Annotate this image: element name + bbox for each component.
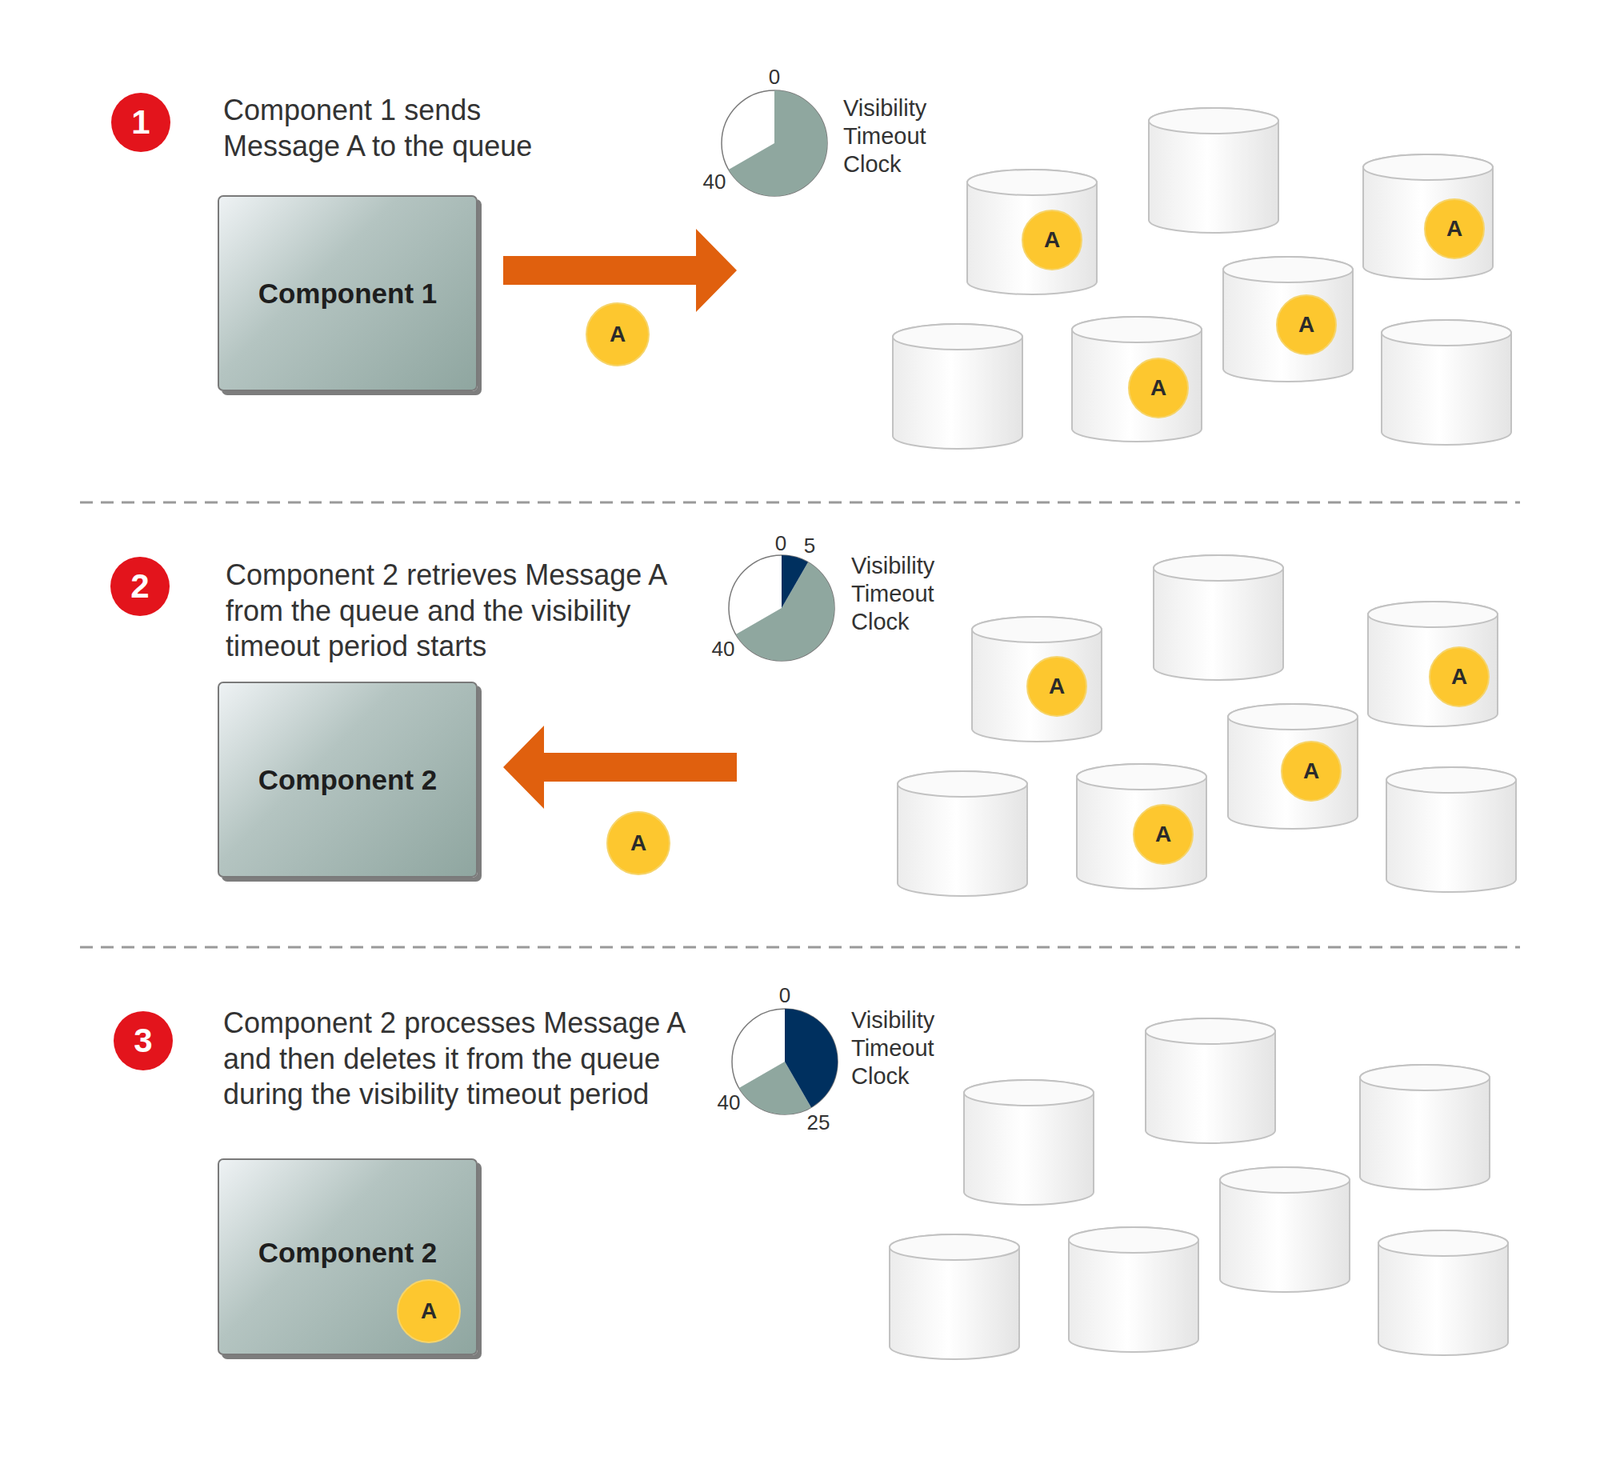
server-cylinder	[1360, 1064, 1490, 1190]
server-cylinder	[1068, 1227, 1199, 1352]
message-letter: A	[609, 321, 626, 348]
message-letter: A	[1298, 312, 1315, 338]
clock-caption: Visibility Timeout Clock	[843, 94, 927, 179]
message-circle: A	[1132, 804, 1194, 865]
callout-circle	[110, 556, 170, 616]
server-cylinder	[1363, 154, 1493, 280]
server-cylinder	[1228, 704, 1358, 829]
message-letter: A	[1044, 227, 1060, 253]
component-box: Component 2 A	[217, 1158, 478, 1356]
server-cylinder	[1368, 601, 1498, 727]
clock-caption: Visibility Timeout Clock	[851, 1006, 935, 1091]
clock-face	[732, 1008, 838, 1115]
message-letter: A	[1303, 758, 1320, 784]
message-circle: A	[1276, 294, 1337, 356]
step-description: Component 2 processes Message A and then…	[223, 1005, 704, 1113]
server-cylinder	[972, 616, 1102, 742]
server-cylinder	[1220, 1167, 1350, 1292]
component-box: Component 2	[217, 681, 478, 878]
separator	[80, 946, 1520, 949]
server-cylinder	[1386, 767, 1516, 892]
clock-elapsed-slice	[781, 555, 808, 608]
message-letter: A	[1048, 673, 1065, 700]
component-box: Component 1	[217, 195, 478, 392]
clock-tick: 40	[703, 169, 727, 194]
callout-circle	[111, 92, 171, 152]
message-circle: A	[606, 811, 671, 876]
queue-servers	[889, 1018, 1508, 1360]
clock-tick: 40	[712, 636, 736, 661]
message-circle: A	[1428, 646, 1490, 708]
clock-tick: 40	[717, 1090, 741, 1115]
message-circle: A	[1026, 656, 1088, 717]
queue-servers	[897, 555, 1516, 896]
clock-face	[728, 555, 835, 661]
server-cylinder	[1378, 1230, 1508, 1356]
message-letter: A	[1150, 375, 1167, 401]
message-letter: A	[1155, 821, 1172, 848]
component-name: Component 2	[258, 1236, 438, 1269]
message-circle: A	[1128, 357, 1189, 419]
clock-tick: 0	[775, 531, 787, 556]
clock-timeout-slice	[728, 90, 828, 196]
clock-caption: Visibility Timeout Clock	[851, 552, 935, 636]
clock-tick: 25	[807, 1110, 831, 1135]
server-cylinder	[1381, 320, 1512, 445]
callout-number: 3	[133, 1024, 152, 1058]
server-cylinder	[1072, 316, 1202, 442]
queue-servers	[892, 108, 1512, 449]
message-circle: A	[396, 1279, 461, 1344]
message-letter: A	[1446, 216, 1463, 242]
server-cylinder	[1153, 555, 1284, 680]
component-name: Component 2	[258, 764, 438, 796]
callout-number: 2	[130, 569, 149, 604]
server-cylinder	[964, 1080, 1094, 1205]
server-cylinder	[1148, 108, 1279, 233]
message-circle: A	[1280, 740, 1342, 802]
server-cylinder	[1145, 1018, 1276, 1144]
separator	[80, 501, 1520, 504]
message-circle: A	[585, 302, 650, 367]
callout-circle	[113, 1011, 173, 1071]
clock-tick: 5	[804, 533, 816, 558]
receive-arrow	[503, 725, 737, 809]
clock-tick: 0	[768, 64, 780, 89]
server-cylinder	[889, 1234, 1020, 1360]
message-letter: A	[1451, 664, 1468, 690]
message-letter: A	[630, 830, 647, 856]
component-name: Component 1	[258, 277, 438, 310]
clock-tick: 0	[779, 983, 791, 1008]
message-circle: A	[1021, 209, 1083, 271]
send-arrow	[503, 228, 737, 312]
server-cylinder	[892, 324, 1023, 449]
step-description: Component 1 sends Message A to the queue	[223, 92, 576, 164]
clock-face	[721, 90, 828, 196]
step-description: Component 2 retrieves Message A from the…	[225, 557, 706, 665]
message-letter: A	[420, 1298, 437, 1324]
server-cylinder	[1223, 256, 1353, 382]
server-cylinder	[897, 771, 1028, 896]
server-cylinder	[967, 169, 1097, 295]
callout-number: 1	[131, 105, 150, 140]
clock-elapsed-slice	[784, 1008, 838, 1108]
message-circle: A	[1424, 198, 1485, 260]
server-cylinder	[1076, 764, 1207, 889]
